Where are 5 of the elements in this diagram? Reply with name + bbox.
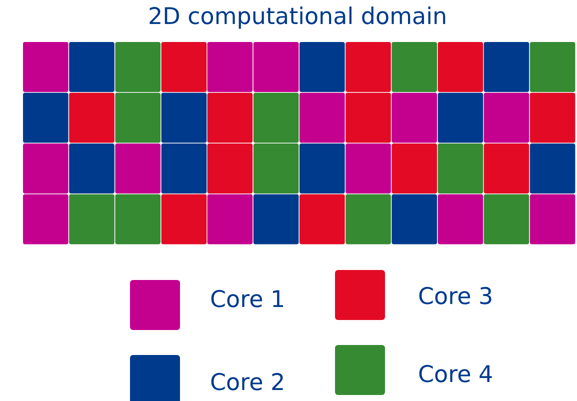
legend-label: Core 3 xyxy=(418,284,494,310)
diagram-title: 2D computational domain xyxy=(148,4,448,30)
legend-label: Core 4 xyxy=(418,362,494,388)
legend-label: Core 2 xyxy=(210,370,286,396)
legend-label: Core 1 xyxy=(210,287,286,313)
